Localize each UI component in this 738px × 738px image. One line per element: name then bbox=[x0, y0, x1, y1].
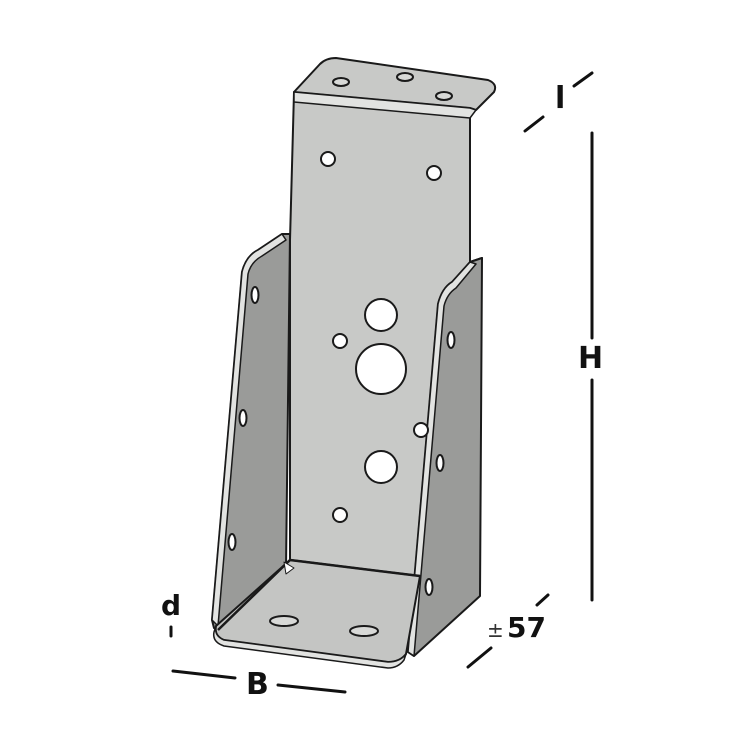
plate-hole-medium-1 bbox=[364, 298, 398, 332]
bracket bbox=[211, 57, 497, 669]
right-flange-hole-3 bbox=[424, 578, 434, 596]
dimension-label-57: 57 bbox=[507, 611, 546, 644]
left-flange-hole-2 bbox=[238, 409, 248, 427]
lip-hole-2 bbox=[396, 72, 414, 82]
dimension-label-d: d bbox=[161, 589, 182, 622]
plate-hole-large bbox=[355, 343, 407, 395]
plate-hole-small-2 bbox=[426, 165, 442, 181]
plate-hole-small-4 bbox=[413, 422, 429, 438]
corner-notch bbox=[283, 561, 295, 575]
dim-B-line-right bbox=[276, 683, 347, 694]
base-hole-1 bbox=[269, 615, 299, 627]
dimension-label-B: B bbox=[246, 667, 269, 702]
dim-57-line-lower bbox=[466, 646, 493, 669]
right-flange-hole-1 bbox=[446, 331, 456, 349]
lip-hole-1 bbox=[332, 77, 350, 87]
base-left-crease bbox=[217, 559, 291, 631]
dimension-label-H: H bbox=[578, 341, 604, 376]
base-hole-2 bbox=[349, 625, 379, 637]
dimension-lines bbox=[169, 71, 594, 694]
dimension-label-l: l bbox=[555, 81, 566, 116]
dim-B-line-left bbox=[171, 669, 237, 680]
left-flange-hole-3 bbox=[227, 533, 237, 551]
top-lip-bend bbox=[293, 91, 477, 119]
base-front-edge bbox=[212, 625, 407, 669]
plate-hole-small-1 bbox=[320, 151, 336, 167]
dimension-plus-minus: ± bbox=[487, 618, 504, 642]
dim-l-line-lower bbox=[523, 115, 545, 133]
plate-hole-medium-2 bbox=[364, 450, 398, 484]
plate-hole-small-3 bbox=[332, 333, 348, 349]
plate-hole-small-5 bbox=[332, 507, 348, 523]
right-flange-hole-2 bbox=[435, 454, 445, 472]
right-flange-edge bbox=[407, 261, 477, 657]
left-flange-hole-1 bbox=[250, 286, 260, 304]
lip-hole-3 bbox=[435, 91, 453, 101]
dim-57-line-upper bbox=[535, 593, 550, 607]
dim-l-line-upper bbox=[572, 71, 594, 88]
base-crease bbox=[289, 558, 421, 578]
